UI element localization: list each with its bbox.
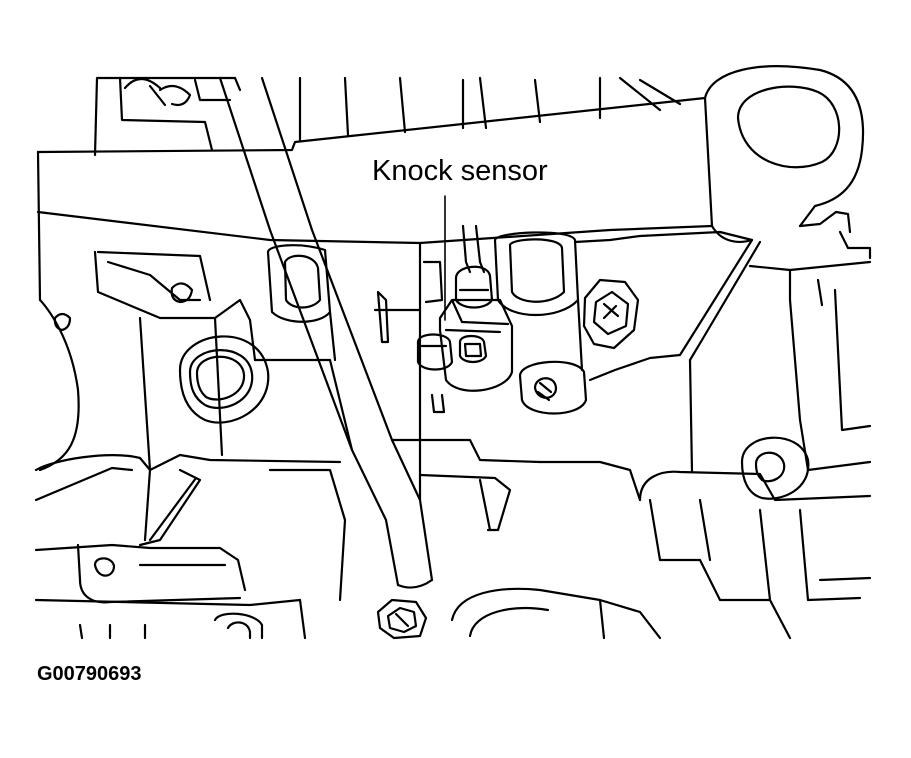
knock-sensor [416,224,514,392]
left-round-boss [178,335,270,424]
lower-left-block [34,298,347,640]
right-lug [573,230,872,502]
knock-sensor-label: Knock sensor [372,155,548,187]
lower-threaded-boss [518,360,588,415]
lower-right-housing [450,460,872,640]
mounting-bolt [582,278,640,350]
central-housing [138,241,542,532]
left-bracket [36,150,257,362]
upper-right-boss [703,65,872,260]
figure-code: G00790693 [37,663,142,685]
upper-block-outline [93,76,682,157]
right-lower-boss [740,436,810,500]
rear-boss [493,231,580,316]
lower-bolt [376,598,428,640]
